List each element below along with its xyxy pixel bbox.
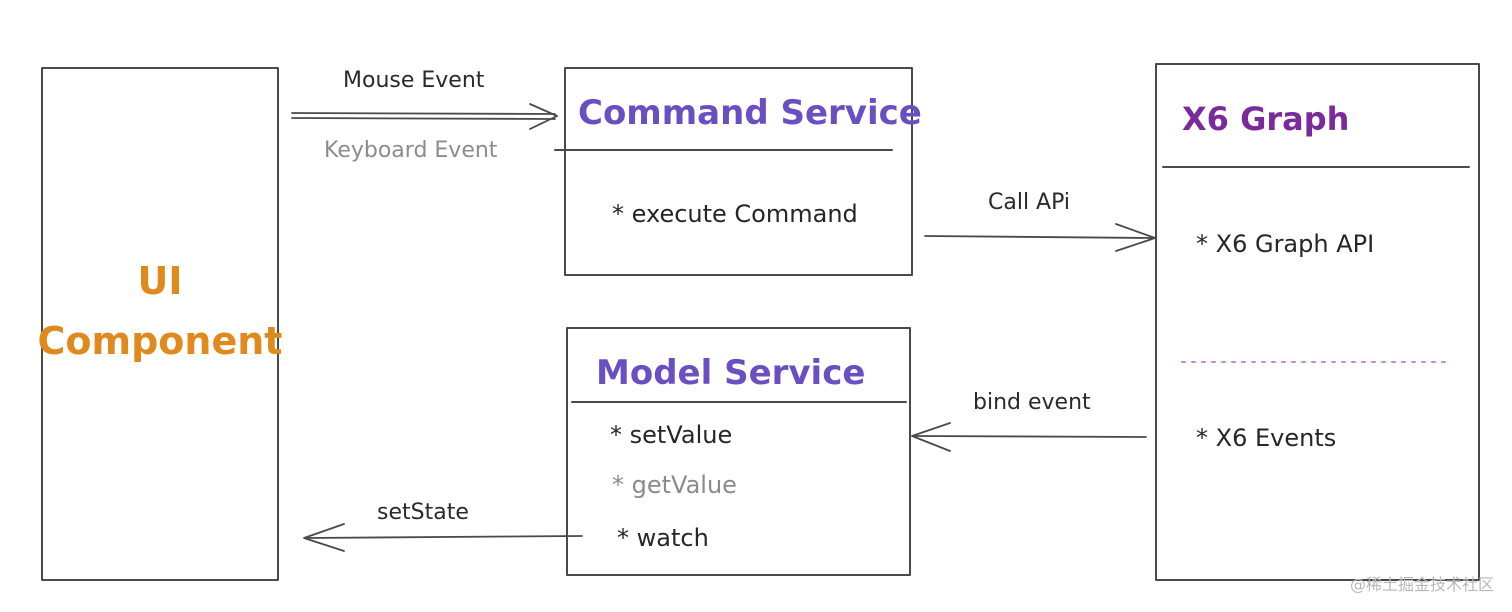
command-service-title: Command Service <box>578 93 922 133</box>
ui-component-label-line1: UI <box>138 259 183 303</box>
edge-ui-to-command-service: Mouse Event Keyboard Event <box>291 68 558 163</box>
edge-ui-to-command-service-line <box>291 112 556 120</box>
model-service-item-get-value: * getValue <box>612 471 737 499</box>
command-service-item-execute-command: * execute Command <box>612 200 858 228</box>
edge-model-service-to-ui-arrowhead <box>303 523 345 552</box>
edge-label-mouse-event: Mouse Event <box>343 68 485 93</box>
edge-ui-to-command-service-arrowhead <box>529 103 558 130</box>
model-service-box <box>566 327 911 576</box>
watermark-text: @稀土掘金技术社区 <box>1350 575 1494 594</box>
edge-command-service-to-x6-graph: Call APi <box>924 190 1156 252</box>
model-service-item-watch: * watch <box>617 524 709 552</box>
ui-component-label-line2: Component <box>38 319 283 363</box>
edge-command-service-to-x6-graph-line <box>924 235 1154 239</box>
edge-x6-graph-to-model-service-arrowhead <box>911 422 951 452</box>
edge-x6-graph-to-model-service-line <box>913 435 1147 438</box>
x6-graph-box <box>1155 63 1480 581</box>
edge-model-service-to-ui-line <box>305 535 583 539</box>
x6-graph-node: X6 Graph * X6 Graph API * X6 Events <box>1155 63 1480 581</box>
edge-x6-graph-to-model-service: bind event <box>911 390 1147 452</box>
edge-label-call-api: Call APi <box>988 190 1070 215</box>
edge-model-service-to-ui: setState <box>303 500 583 552</box>
model-service-item-set-value: * setValue <box>610 421 732 449</box>
ui-component-node: UI Component <box>38 67 283 581</box>
ui-component-box <box>41 67 279 581</box>
command-service-box <box>564 67 913 276</box>
model-service-title: Model Service <box>596 353 865 393</box>
x6-graph-item-graph-api: * X6 Graph API <box>1196 230 1374 258</box>
command-service-node: Command Service * execute Command <box>554 67 922 276</box>
edge-command-service-to-x6-graph-arrowhead <box>1115 223 1156 252</box>
x6-graph-title: X6 Graph <box>1182 100 1349 138</box>
edge-label-bind-event: bind event <box>973 390 1091 415</box>
edge-label-set-state: setState <box>377 500 469 525</box>
edge-label-keyboard-event: Keyboard Event <box>324 138 498 163</box>
model-service-node: Model Service * setValue * getValue * wa… <box>566 327 911 576</box>
x6-graph-item-events: * X6 Events <box>1196 424 1336 452</box>
